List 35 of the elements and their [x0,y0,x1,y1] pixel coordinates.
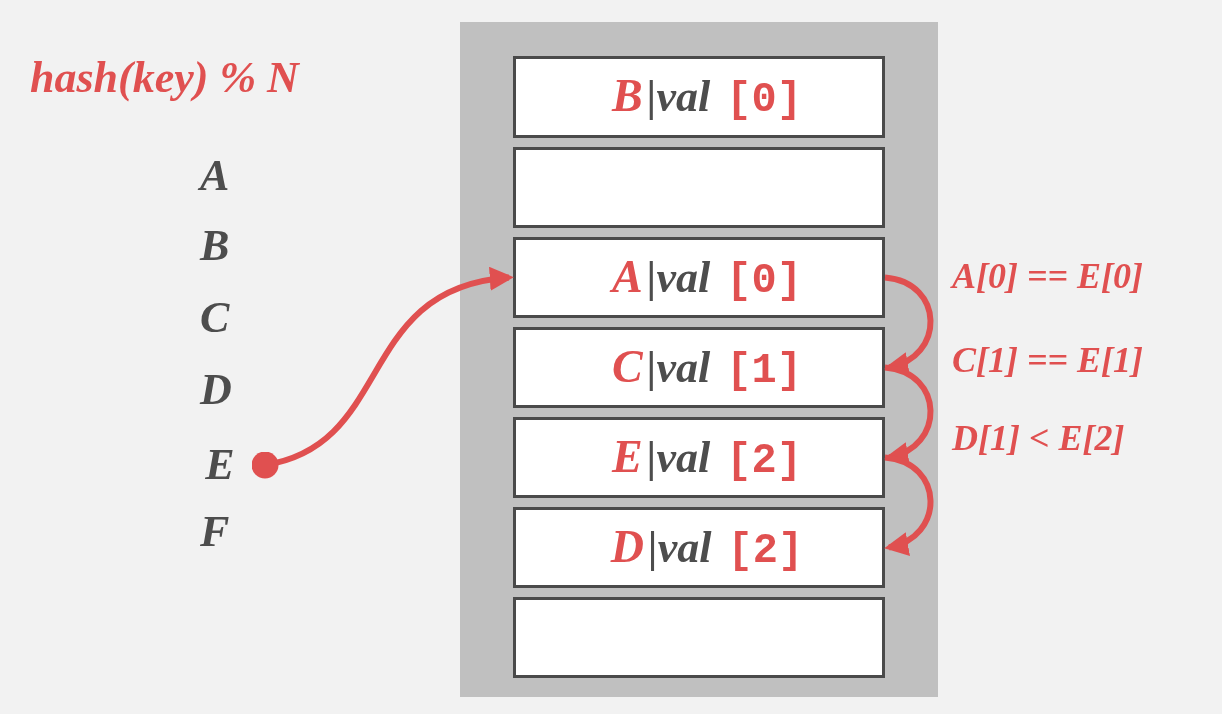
hash-formula: hash(key) % N [30,56,299,100]
empty-slot [513,597,885,678]
value-text: |val [646,345,711,390]
arrow [884,454,934,554]
key-letter: C [200,296,230,340]
index-text: [1] [726,349,802,392]
key-letter: D [610,523,645,570]
edge-label: D[1] < E[2] [952,420,1125,456]
key-letter: E [200,440,240,490]
hash-slot [513,237,885,318]
table-container [460,22,938,697]
key-letter: F [200,510,230,554]
arrow [884,274,934,374]
hash-slot [513,327,885,408]
value-text: |val [646,435,711,480]
hash-slot [513,507,885,588]
edge-label: C[1] == E[1] [952,342,1143,378]
key-letter: E [612,433,643,480]
key-letter: D [200,368,232,412]
value-text: |val [646,255,711,300]
hash-slot [513,417,885,498]
key-letter: B [200,224,230,268]
index-text: [2] [726,439,802,482]
hash-slot [513,56,885,138]
edge-label: A[0] == E[0] [952,258,1143,294]
key-letter: C [612,343,643,390]
index-text: [0] [726,79,802,121]
value-text: |val [648,525,712,570]
index-text: [0] [726,259,802,302]
arrow [251,268,514,479]
index-text: [2] [727,529,804,572]
empty-slot [513,147,885,228]
key-letter: B [612,73,643,119]
value-text: |val [646,75,711,119]
arrow [884,364,934,464]
